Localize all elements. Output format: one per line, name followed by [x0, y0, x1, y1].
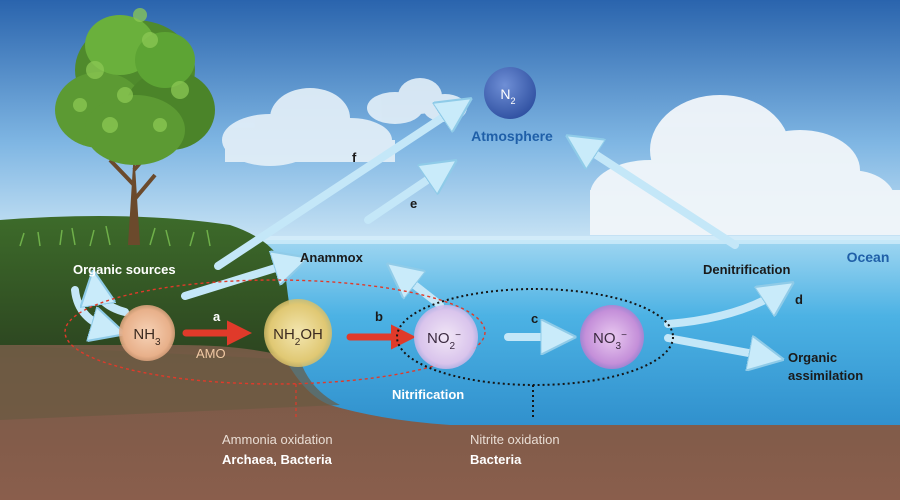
process-arrows	[71, 106, 782, 357]
grass-hill	[0, 216, 300, 360]
cloud-right	[590, 95, 900, 235]
nitrite-oxidizers-caption: Bacteria	[470, 452, 522, 467]
organic-sources-label: Organic sources	[73, 262, 176, 277]
amo-label: AMO	[196, 346, 226, 361]
organic-assimilation-label-line1: Organic	[788, 350, 837, 365]
ammonia-oxidation-caption: Ammonia oxidation	[222, 432, 333, 447]
cloud-left	[222, 88, 395, 166]
svg-text:NH2OH: NH2OH	[273, 326, 323, 348]
arrow-label-c: c	[531, 311, 538, 326]
svg-text:NH3: NH3	[133, 326, 161, 348]
grass-blades	[19, 225, 211, 247]
svg-text:NO3−: NO3−	[593, 330, 627, 352]
nitrite-oxidation-boundary	[396, 288, 674, 386]
denitrification-label: Denitrification	[703, 262, 790, 277]
ammonia-oxidation-arrows	[182, 320, 417, 350]
arrow-label-b: b	[375, 309, 383, 324]
arrow-label-d: d	[795, 292, 803, 307]
svg-text:NO2−: NO2−	[427, 330, 461, 352]
sediment	[0, 300, 900, 500]
nitrite-oxidation-caption: Nitrite oxidation	[470, 432, 560, 447]
tree	[55, 8, 215, 245]
node-nh2oh: NH2OH	[264, 299, 332, 367]
node-no2: NO2−	[414, 305, 478, 369]
organic-assimilation-label-line2: assimilation	[788, 368, 863, 383]
arrow-label-a: a	[213, 309, 221, 324]
arrow-label-e: e	[410, 196, 417, 211]
atmosphere-label: Atmosphere	[471, 128, 553, 144]
node-nh3: NH3	[119, 305, 175, 361]
anammox-label: Anammox	[300, 250, 364, 265]
svg-text:N2: N2	[500, 86, 515, 106]
nitrification-label: Nitrification	[392, 387, 464, 402]
ammonia-oxidizers-caption: Archaea, Bacteria	[222, 452, 333, 467]
arrow-label-f: f	[352, 150, 357, 165]
ammonia-oxidation-boundary	[64, 279, 486, 385]
node-n2: N2	[484, 67, 536, 119]
ocean-water	[240, 240, 900, 430]
node-no3: NO3−	[580, 305, 644, 369]
ocean-label: Ocean	[847, 249, 890, 265]
